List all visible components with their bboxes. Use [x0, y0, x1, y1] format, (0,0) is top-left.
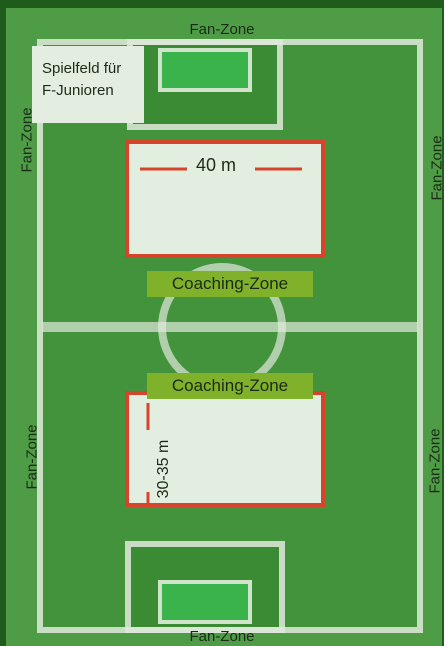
length-dimension-label: 30-35 m	[155, 439, 172, 499]
fan-zone-right-top-label: Fan-Zone	[428, 135, 444, 201]
halfway-line	[42, 322, 418, 332]
field-title-line1: Spielfeld für	[42, 60, 122, 77]
coaching-zone-top-label: Coaching-Zone	[147, 271, 313, 297]
goal-area-bottom	[125, 541, 285, 633]
coaching-zone-bottom-label: Coaching-Zone	[147, 373, 313, 399]
width-dimension-label: 40 m	[196, 155, 237, 175]
goal-top	[158, 48, 252, 92]
goal-bottom	[158, 580, 252, 624]
fan-zone-bottom-label: Fan-Zone	[189, 628, 255, 645]
fan-zone-left-bottom-label: Fan-Zone	[23, 424, 41, 490]
play-field-top	[125, 140, 325, 258]
fan-zone-left-top-label: Fan-Zone	[18, 107, 36, 173]
fan-zone-top-label: Fan-Zone	[189, 21, 255, 38]
play-field-bottom	[125, 391, 325, 507]
fan-zone-right-bottom-label: Fan-Zone	[426, 428, 444, 494]
field-title-box: Spielfeld für F-Junioren	[32, 46, 144, 123]
field-title-line2: F-Junioren	[42, 82, 114, 99]
